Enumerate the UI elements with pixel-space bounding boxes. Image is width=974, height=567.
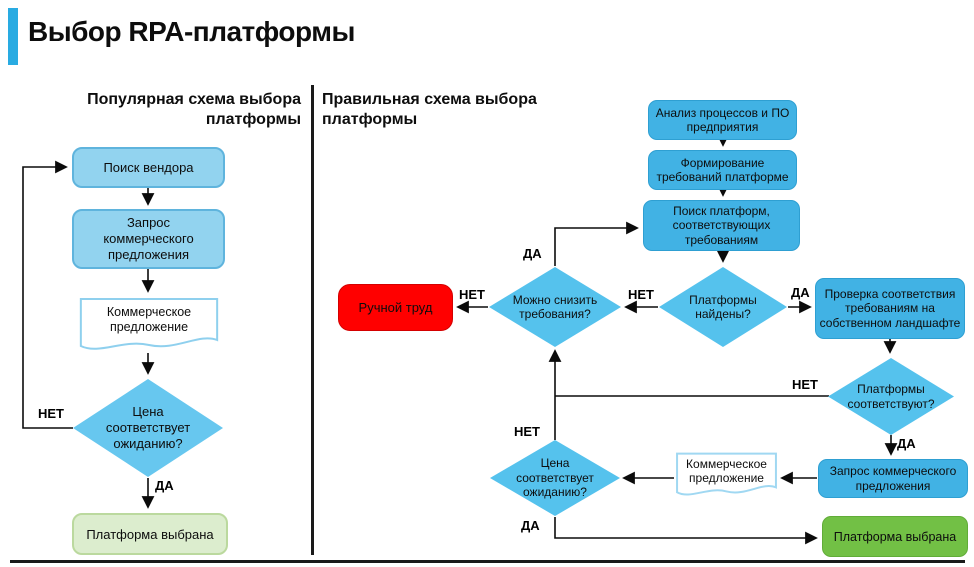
label-found-no: НЕТ — [628, 287, 654, 302]
node-landscape-check: Проверка соответствия требованиям на соб… — [815, 278, 965, 339]
node-proposal-doc-left: Коммерческое предложение — [78, 297, 220, 353]
label-left-no: НЕТ — [38, 406, 64, 421]
decision-lower-requirements: Можно снизить требования? — [489, 267, 621, 347]
decision-price-left: Цена соответствует ожиданию? — [73, 379, 223, 477]
left-chart-heading: Популярная схема выбора платформы — [60, 90, 301, 130]
node-requirements: Формирование требований платформе — [648, 150, 797, 190]
title-accent-bar — [8, 8, 18, 65]
edge-price-no-loop — [22, 160, 73, 429]
label-found-yes: ДА — [791, 285, 810, 300]
page-title: Выбор RPA-платформы — [28, 16, 355, 47]
label-match-no: НЕТ — [792, 377, 818, 392]
decision-price-right: Цена соответствует ожиданию? — [490, 440, 620, 516]
right-chart-heading: Правильная схема выбора платформы — [322, 90, 582, 130]
label-lower-no: НЕТ — [459, 287, 485, 302]
node-proposal-doc-right: Коммерческое предложение — [675, 452, 778, 498]
section-divider — [311, 85, 314, 555]
node-platform-chosen-right: Платформа выбрана — [822, 516, 968, 557]
decision-platforms-match: Платформы соответствуют? — [828, 358, 954, 435]
label-left-yes: ДА — [155, 478, 174, 493]
node-manual-work: Ручной труд — [338, 284, 453, 331]
document-label: Коммерческое предложение — [686, 456, 767, 485]
bottom-rule — [10, 560, 965, 563]
decision-platforms-found: Платформы найдены? — [659, 267, 787, 347]
label-price-no: НЕТ — [514, 424, 540, 439]
document-shape — [78, 297, 220, 353]
node-rfq-left: Запрос коммерческого предложения — [72, 209, 225, 269]
node-vendor-search: Поиск вендора — [72, 147, 225, 188]
right-heading-line2: платформы — [322, 111, 418, 128]
node-platform-chosen-left: Платформа выбрана — [72, 513, 228, 555]
node-analysis: Анализ процессов и ПО предприятия — [648, 100, 797, 140]
left-heading-line1: Популярная схема выбора — [87, 91, 301, 108]
left-heading-line2: платформы — [205, 111, 301, 128]
right-heading-line1: Правильная схема выбора — [322, 91, 537, 108]
node-platform-search: Поиск платформ, соответствующих требован… — [643, 200, 800, 251]
document-label: Коммерческое предложение — [106, 305, 192, 334]
edge-price-yes-to-chosen-right — [554, 517, 818, 545]
label-lower-yes: ДА — [523, 246, 542, 261]
edge-lower-yes-to-search — [554, 221, 639, 266]
label-price-yes: ДА — [521, 518, 540, 533]
label-match-yes: ДА — [897, 436, 916, 451]
node-rfq-right: Запрос коммерческого предложения — [818, 459, 968, 498]
document-shape — [675, 452, 778, 498]
